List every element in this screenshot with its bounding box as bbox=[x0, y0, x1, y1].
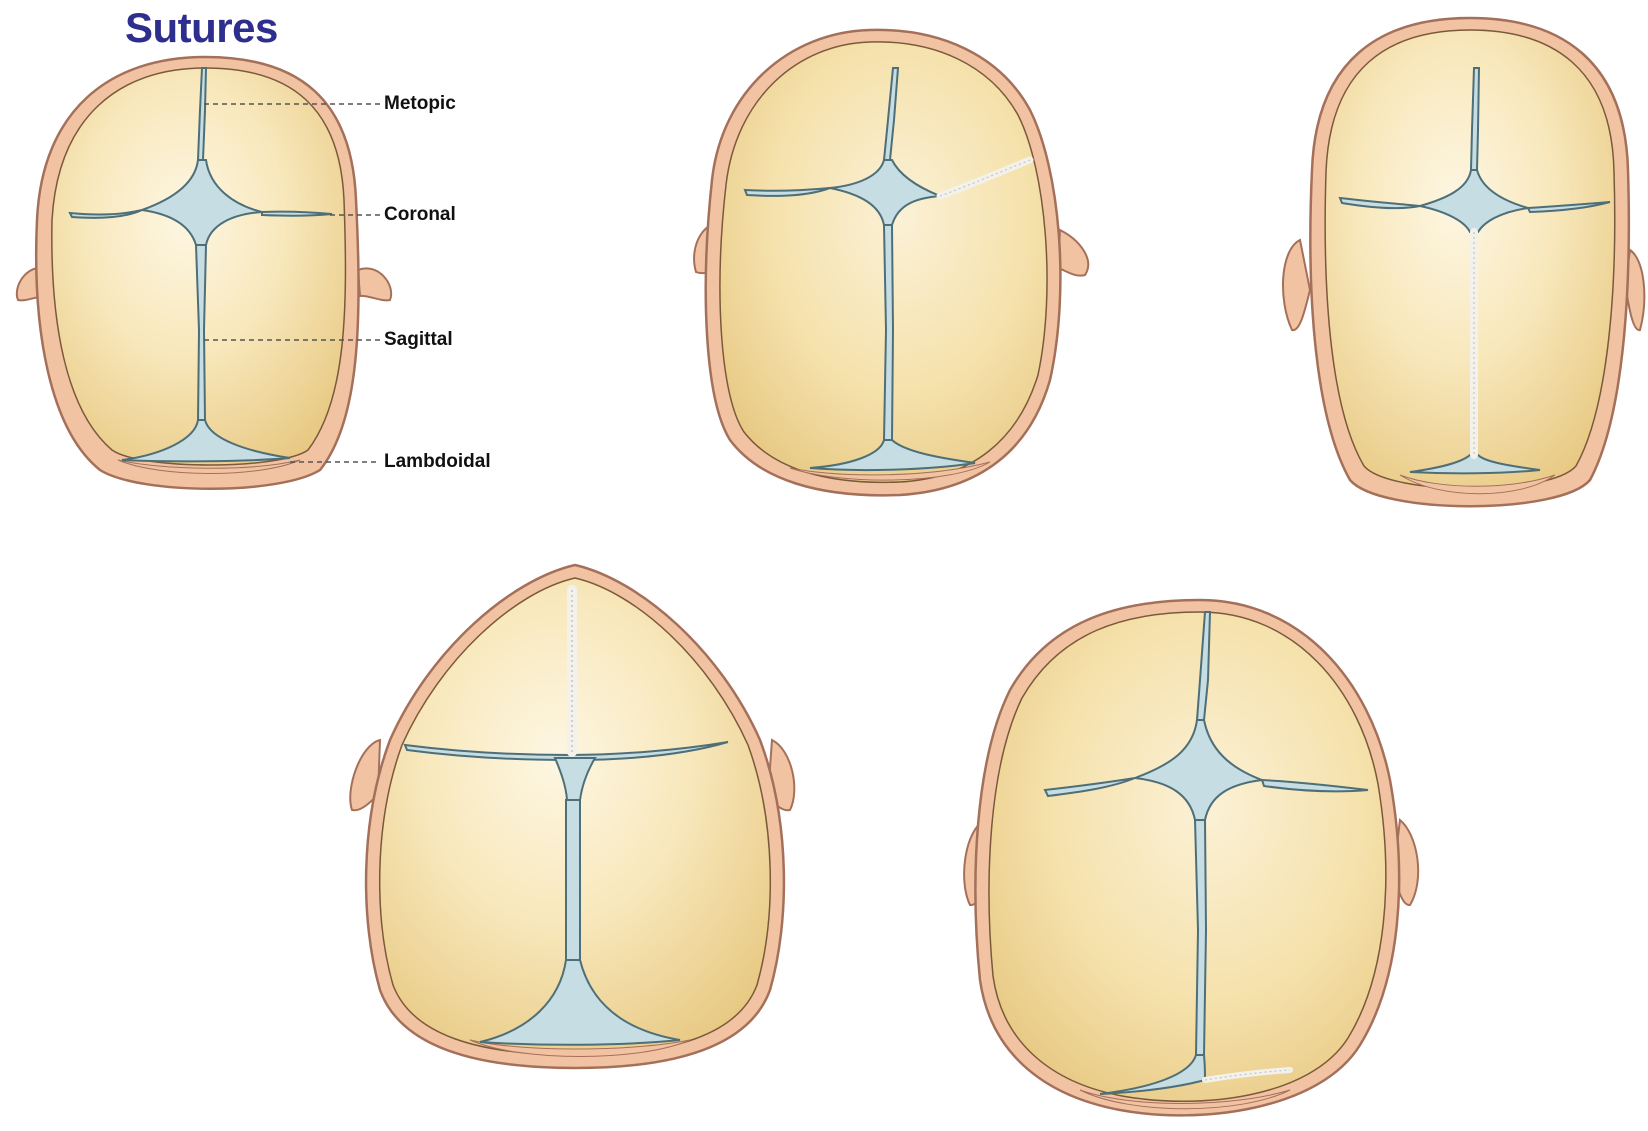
right-ear-icon bbox=[358, 268, 391, 300]
sagittal-suture bbox=[884, 225, 893, 440]
sagittal-suture bbox=[566, 800, 580, 960]
skull-bone bbox=[989, 612, 1386, 1101]
skull-asymmetric bbox=[694, 30, 1088, 495]
skull-skewed bbox=[964, 600, 1418, 1115]
skull-normal bbox=[17, 57, 391, 489]
skull-elongated bbox=[1283, 18, 1644, 506]
left-ear-icon bbox=[1283, 240, 1310, 330]
right-ear-icon bbox=[1058, 230, 1088, 276]
skull-bone bbox=[1325, 30, 1615, 489]
skull-triangular bbox=[350, 565, 794, 1068]
